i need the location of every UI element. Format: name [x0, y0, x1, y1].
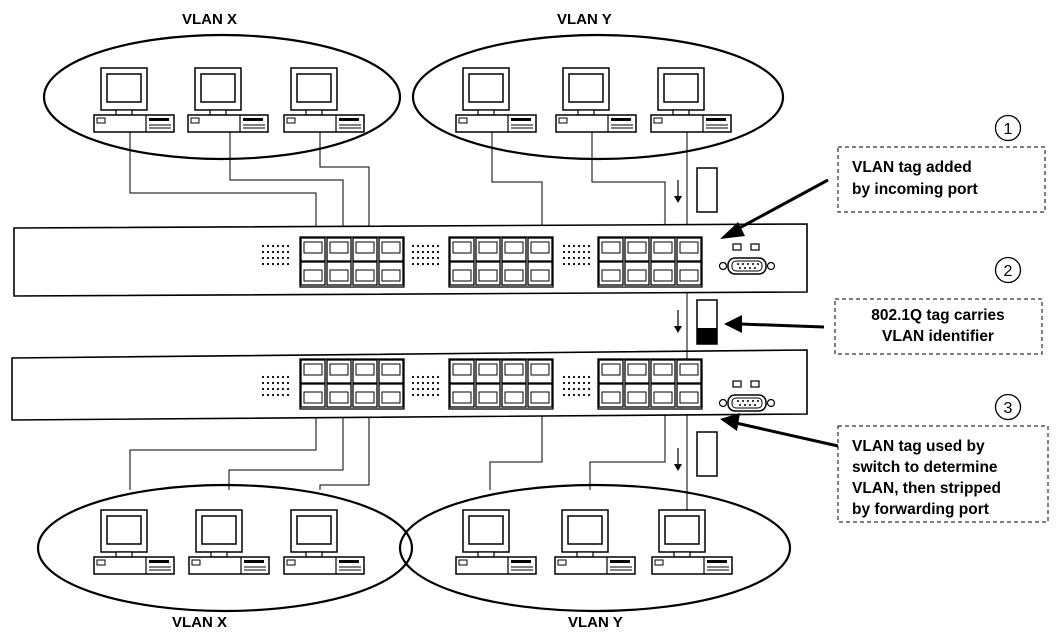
computer-icon — [455, 67, 537, 133]
callout-2-line-1: 802.1Q tag carries — [871, 307, 1005, 324]
frame-tagged — [696, 299, 718, 345]
computer-icon — [283, 67, 365, 133]
callout-box-2: 802.1Q tag carries VLAN identifier — [834, 298, 1043, 355]
computer-icon — [188, 509, 270, 575]
computer-icon — [93, 67, 175, 133]
down-arrow-icon — [674, 310, 682, 333]
callout-3-line-3: VLAN, then stripped — [852, 480, 1001, 497]
callout-1-line-2: by incoming port — [852, 181, 978, 198]
frame-untagged-bottom — [696, 431, 718, 477]
port-block — [449, 237, 553, 287]
vlan-y-top-group — [411, 33, 785, 161]
computer-icon — [187, 67, 269, 133]
port-block — [300, 359, 404, 409]
down-arrow-icon — [674, 448, 682, 471]
callout-arrow-1 — [720, 178, 829, 239]
step-3-number: 3 — [1004, 400, 1013, 417]
callout-arrow-2 — [724, 315, 825, 333]
bottom-switch — [11, 349, 808, 421]
vlan-label-bottom-left: VLAN X — [172, 614, 227, 631]
callout-1-line-1: VLAN tag added — [852, 159, 972, 176]
top-switch — [13, 223, 808, 297]
port-block — [598, 237, 702, 287]
step-3-marker: 3 — [994, 393, 1022, 421]
callout-3-line-4: by forwarding port — [852, 501, 989, 518]
step-1-number: 1 — [1004, 121, 1013, 138]
vlan-label-top-right: VLAN Y — [557, 11, 612, 28]
callout-3-line-1: VLAN tag used by — [852, 438, 985, 455]
step-2-marker: 2 — [994, 256, 1022, 284]
computer-icon — [651, 509, 733, 575]
computer-icon — [554, 509, 636, 575]
callout-arrow-3 — [720, 413, 839, 448]
callout-2-line-2: VLAN identifier — [882, 328, 994, 345]
computer-icon — [650, 67, 732, 133]
vlan-y-bottom-group — [398, 483, 792, 613]
vlan-x-top-group — [42, 33, 402, 161]
cabling — [129, 130, 688, 560]
port-block — [449, 359, 553, 409]
callout-3-line-2: switch to determine — [852, 459, 998, 476]
computer-icon — [455, 509, 537, 575]
computer-icon — [283, 509, 365, 575]
computer-icon — [93, 509, 175, 575]
vlan-label-bottom-right: VLAN Y — [568, 614, 623, 631]
port-block — [300, 237, 404, 287]
computer-icon — [555, 67, 637, 133]
frame-untagged-top — [696, 167, 718, 213]
port-block — [598, 359, 702, 409]
vlan-label-top-left: VLAN X — [182, 11, 237, 28]
vlan-x-bottom-group — [36, 483, 414, 613]
step-1-marker: 1 — [994, 114, 1022, 142]
callout-box-1: VLAN tag added by incoming port — [837, 146, 1046, 213]
down-arrow-icon — [674, 180, 682, 203]
callout-box-3: VLAN tag used by switch to determine VLA… — [837, 425, 1049, 523]
step-2-number: 2 — [1004, 263, 1013, 280]
